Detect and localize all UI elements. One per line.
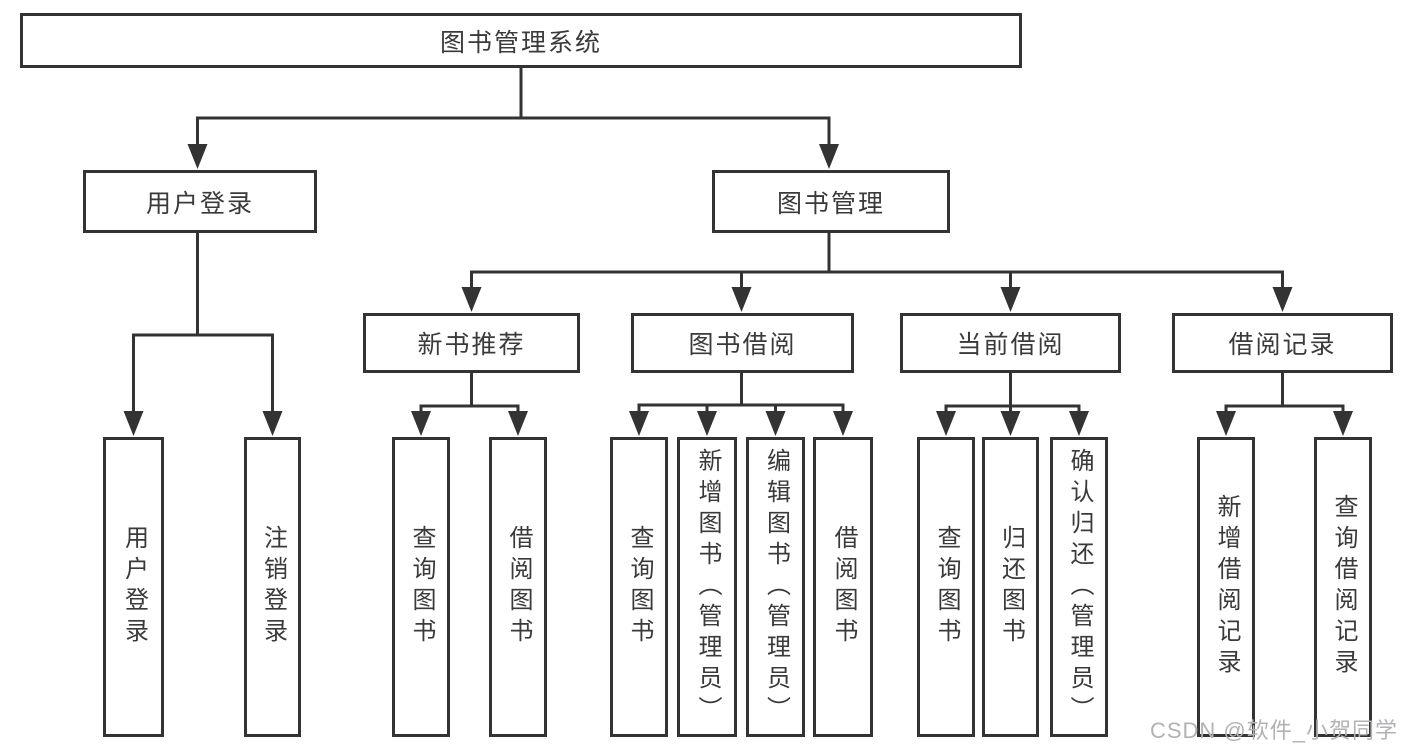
node-system-root-label: 图书管理系统 [439, 28, 602, 57]
leaf-query-book-borrow: 查询图书 [610, 437, 668, 737]
connector-new-book-recommend [419, 371, 520, 418]
leaf-edit-book-admin: 编辑图书（管理员） [746, 437, 805, 737]
node-user-login-label: 用户登录 [145, 189, 254, 218]
node-system-root: 图书管理系统 [20, 13, 1022, 68]
node-book-management: 图书管理 [712, 170, 950, 233]
connector-book-borrow [637, 371, 845, 418]
leaf-query-book-recommend: 查询图书 [392, 437, 450, 737]
node-current-borrow-label: 当前借阅 [956, 331, 1065, 359]
arrowheads [123, 144, 1353, 436]
leaf-add-borrow-record: 新增借阅记录 [1197, 437, 1255, 737]
connector-book-management [470, 231, 1284, 292]
leaf-return-book-label: 归还图书 [997, 525, 1025, 649]
leaf-edit-book-admin-label: 编辑图书（管理员） [762, 447, 790, 727]
connector-user-login [132, 231, 274, 418]
leaf-query-borrow-record: 查询借阅记录 [1314, 437, 1372, 737]
leaf-borrow-book: 借阅图书 [813, 437, 873, 737]
connector-current-borrow [944, 371, 1081, 418]
leaf-user-login-label: 用户登录 [120, 525, 148, 649]
csdn-watermark: CSDN @软件_小贺同学 [1149, 718, 1398, 743]
leaf-query-borrow-record-label: 查询借阅记录 [1330, 494, 1357, 680]
node-new-book-recommend: 新书推荐 [363, 313, 580, 373]
leaf-confirm-return-admin-label: 确认归还（管理员） [1066, 447, 1093, 727]
leaf-borrow-book-recommend: 借阅图书 [489, 437, 547, 737]
connector-root-stem [196, 66, 831, 150]
leaf-borrow-book-recommend-label: 借阅图书 [505, 525, 532, 649]
leaf-query-book-current: 查询图书 [917, 437, 975, 737]
node-book-management-label: 图书管理 [776, 189, 885, 218]
leaf-user-login: 用户登录 [103, 437, 164, 737]
leaf-logout-label: 注销登录 [259, 525, 287, 649]
leaf-query-book-borrow-label: 查询图书 [626, 525, 653, 649]
leaf-add-book-admin: 新增图书（管理员） [677, 437, 737, 737]
node-borrow-record: 借阅记录 [1172, 313, 1393, 373]
connector-borrow-record [1224, 371, 1345, 418]
node-current-borrow: 当前借阅 [900, 313, 1121, 373]
node-user-login: 用户登录 [83, 170, 317, 233]
leaf-confirm-return-admin: 确认归还（管理员） [1050, 437, 1108, 737]
leaf-add-book-admin-label: 新增图书（管理员） [694, 447, 721, 727]
leaf-return-book: 归还图书 [982, 437, 1039, 737]
leaf-query-book-current-label: 查询图书 [933, 525, 960, 649]
node-book-borrow-label: 图书借阅 [688, 331, 797, 359]
leaf-logout: 注销登录 [244, 437, 301, 737]
node-book-borrow: 图书借阅 [631, 313, 854, 373]
leaf-borrow-book-label: 借阅图书 [830, 525, 857, 649]
node-new-book-recommend-label: 新书推荐 [417, 331, 526, 359]
leaf-add-borrow-record-label: 新增借阅记录 [1213, 494, 1240, 680]
leaf-query-book-recommend-label: 查询图书 [408, 525, 435, 649]
node-borrow-record-label: 借阅记录 [1228, 331, 1337, 359]
